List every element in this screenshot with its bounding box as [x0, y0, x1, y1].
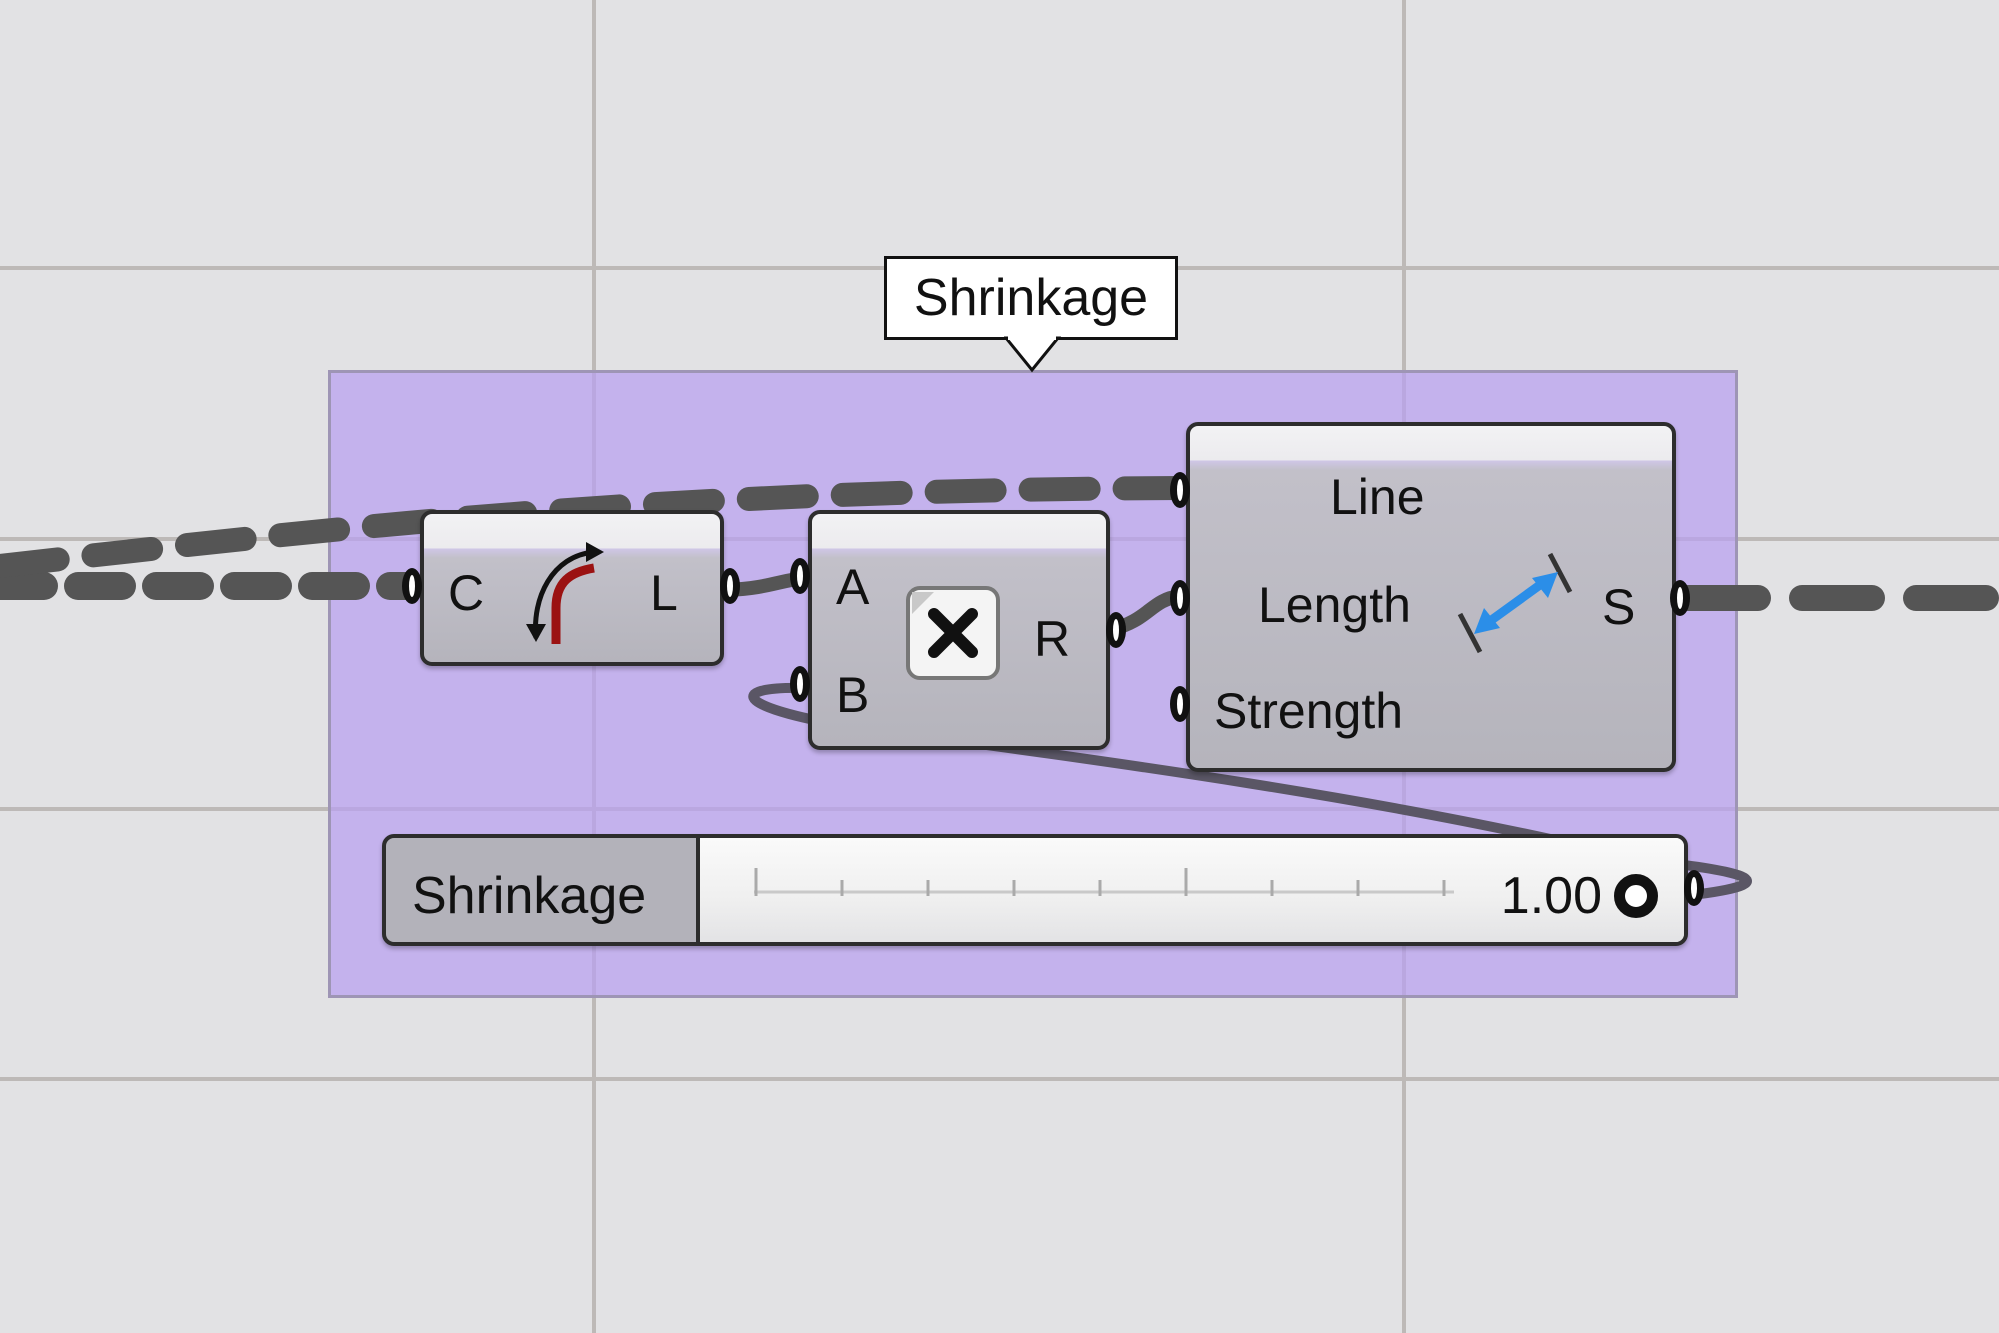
slider-rail[interactable]: 1.00 — [696, 838, 1684, 942]
input-port-length[interactable] — [1170, 580, 1190, 616]
input-port-c[interactable] — [402, 568, 422, 604]
input-port-b[interactable] — [790, 666, 810, 702]
output-l-label: L — [650, 565, 678, 621]
input-a-label: A — [836, 559, 870, 615]
slider-knob[interactable] — [1614, 874, 1658, 918]
input-b-label: B — [836, 667, 870, 723]
curve-to-line-component[interactable]: C L — [420, 510, 724, 666]
input-port-a[interactable] — [790, 558, 810, 594]
input-strength-label: Strength — [1214, 683, 1404, 739]
slider-value: 1.00 — [1500, 867, 1602, 925]
wire-slider-to-b — [748, 682, 1752, 899]
slider-name: Shrinkage — [412, 867, 647, 925]
length-arrow-icon — [1457, 552, 1573, 654]
input-length-label: Length — [1258, 577, 1411, 633]
grid-line — [0, 1077, 1999, 1081]
input-line-label: Line — [1330, 469, 1425, 525]
output-port-l[interactable] — [720, 568, 740, 604]
group-label-text: Shrinkage — [913, 269, 1149, 327]
length-goal-component[interactable]: Line Length Strength S — [1186, 422, 1676, 772]
input-c-label: C — [448, 565, 485, 621]
output-port-s[interactable] — [1670, 580, 1690, 616]
group-label-pointer — [1004, 336, 1062, 373]
curve-to-line-icon — [526, 542, 604, 644]
input-port-line[interactable] — [1170, 472, 1190, 508]
slider-ticks — [754, 868, 1454, 896]
multiply-icon — [906, 586, 1000, 680]
output-s-label: S — [1602, 579, 1636, 635]
number-slider-shrinkage[interactable]: Shrinkage 1.00 — [382, 834, 1688, 946]
input-port-strength[interactable] — [1170, 686, 1190, 722]
output-port-slider[interactable] — [1684, 870, 1704, 906]
output-r-label: R — [1034, 611, 1071, 667]
multiplication-component[interactable]: A B R — [808, 510, 1110, 750]
output-port-r[interactable] — [1106, 612, 1126, 648]
